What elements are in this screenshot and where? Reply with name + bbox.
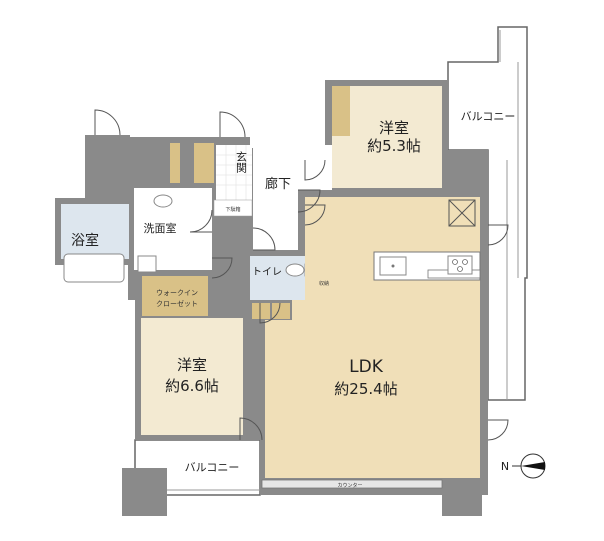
ldk-size: 約25.4帖	[334, 380, 397, 398]
washing-machine-pan	[137, 255, 157, 273]
ventilation-icon	[448, 199, 476, 227]
hallway	[253, 145, 332, 250]
counter-label: カウンター	[337, 482, 362, 489]
walk-in-closet-label-2: クローゼット	[156, 299, 198, 308]
western-room-1-name: 洋室	[379, 119, 409, 137]
ldk-name: LDK	[349, 357, 384, 377]
shoe-box-label: 下駄箱	[225, 206, 240, 213]
toilet-room	[250, 256, 312, 300]
hallway-label: 廊下	[265, 176, 291, 192]
closet-entrance-1	[170, 143, 180, 183]
western-room-1-size: 約5.3帖	[367, 137, 421, 155]
closet-entrance-2	[194, 143, 214, 183]
washroom	[134, 188, 212, 273]
stove-icon	[447, 255, 473, 275]
ldk	[265, 197, 481, 478]
closet-small-1	[252, 303, 270, 319]
bathroom	[61, 204, 129, 283]
toilet-label: トイレ	[252, 267, 282, 278]
bathtub	[63, 253, 125, 283]
doors	[94, 109, 509, 441]
wash-basin	[153, 194, 173, 208]
western-room-1	[332, 86, 442, 188]
compass-north-label: N	[501, 460, 509, 473]
entrance-tile	[216, 145, 252, 200]
entrance	[216, 145, 252, 200]
balcony-right-label: バルコニー	[461, 110, 516, 123]
storage-label: 収納	[319, 280, 329, 287]
bath-label: 浴室	[71, 232, 99, 249]
toilet-icon	[285, 263, 305, 277]
entrance-label: 玄関	[235, 150, 248, 173]
washroom-label: 洗面室	[144, 221, 177, 235]
balcony-bottom-label: バルコニー	[185, 461, 240, 474]
walk-in-closet	[142, 276, 208, 316]
shoe-box	[213, 199, 253, 217]
western-room-2	[141, 318, 243, 435]
compass: N	[501, 453, 546, 479]
walk-in-closet-label-1: ウォークイン	[156, 289, 198, 297]
western-room-2-name: 洋室	[177, 356, 207, 374]
western-room-2-size: 約6.6帖	[165, 377, 219, 395]
